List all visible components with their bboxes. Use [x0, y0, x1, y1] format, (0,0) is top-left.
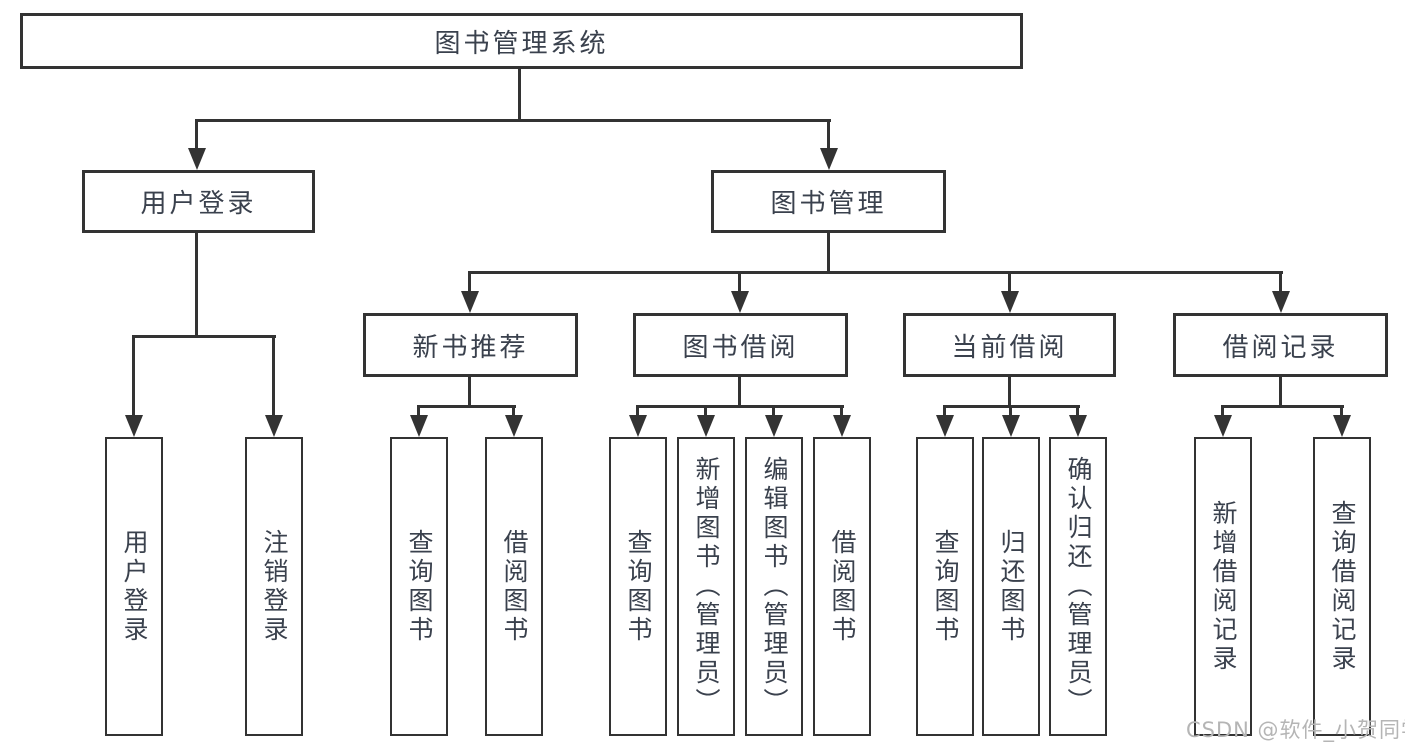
node-label: 确认归还（管理员） [1064, 456, 1093, 717]
leaf-nb-borrow-books: 借阅图书 [485, 437, 543, 736]
node-label: 图书借阅 [682, 332, 799, 363]
node-book-management: 图书管理 [711, 170, 946, 233]
arrow-down-icon [125, 415, 143, 437]
arrow-down-icon [936, 415, 954, 437]
connector-to-new-book-recommendation [468, 271, 471, 295]
node-current-borrowing: 当前借阅 [903, 313, 1116, 377]
connector-to-leaf-login [132, 335, 135, 419]
node-label: 归还图书 [997, 528, 1026, 645]
connector-leaf-stem [704, 405, 707, 419]
connector-leaf-stem [840, 405, 843, 419]
connector-to-book-borrowing [738, 271, 741, 295]
csdn-watermark: CSDN @软件_小贺同学 [1186, 718, 1405, 742]
node-label: 借阅图书 [500, 528, 529, 645]
arrow-down-icon [265, 415, 283, 437]
node-label: 注销登录 [260, 528, 289, 645]
connector-to-current-borrowing [1008, 271, 1011, 295]
connector-to-book-management [827, 119, 830, 152]
connector-nb-stem [468, 377, 471, 407]
connector-book-management-stem [827, 233, 830, 273]
leaf-nb-search-books: 查询图书 [390, 437, 448, 736]
arrow-down-icon [1272, 291, 1290, 313]
connector-leaf-stem [636, 405, 639, 419]
arrow-down-icon [188, 148, 206, 170]
arrow-down-icon [505, 415, 523, 437]
node-book-borrowing: 图书借阅 [633, 313, 848, 377]
connector-leaf-stem [1076, 405, 1079, 419]
node-label: 新书推荐 [412, 332, 529, 363]
node-label: 编辑图书（管理员） [760, 456, 789, 717]
leaf-br-search-record: 查询借阅记录 [1313, 437, 1371, 736]
node-label: 查询借阅记录 [1328, 499, 1357, 674]
connector-root-stem [518, 69, 521, 121]
node-user-login: 用户登录 [82, 170, 315, 233]
connector-bb-stem [738, 377, 741, 407]
connector-leaf-stem [772, 405, 775, 419]
node-system-root: 图书管理系统 [20, 13, 1023, 69]
arrow-down-icon [765, 415, 783, 437]
arrow-down-icon [1214, 415, 1232, 437]
node-borrowing-records: 借阅记录 [1173, 313, 1388, 377]
arrow-down-icon [410, 415, 428, 437]
node-new-book-recommendation: 新书推荐 [363, 313, 578, 377]
connector-br-stem [1279, 377, 1282, 407]
connector-to-user-login [195, 119, 198, 152]
node-label: 图书管理 [770, 189, 887, 219]
connector-leaf-stem [417, 405, 420, 419]
leaf-user-login: 用户登录 [105, 437, 163, 736]
connector-level1-bus [195, 119, 831, 122]
node-label: 用户登录 [120, 528, 149, 645]
node-label: 借阅记录 [1222, 332, 1339, 363]
connector-user-login-stem [195, 233, 198, 337]
connector-leaf-stem [512, 405, 515, 419]
connector-leaf-stem [1340, 405, 1343, 419]
leaf-bb-search-books: 查询图书 [609, 437, 667, 736]
leaf-logout: 注销登录 [245, 437, 303, 736]
node-label: 借阅图书 [828, 528, 857, 645]
arrow-down-icon [697, 415, 715, 437]
arrow-down-icon [820, 148, 838, 170]
leaf-bb-edit-books-admin: 编辑图书（管理员） [745, 437, 803, 736]
arrow-down-icon [1069, 415, 1087, 437]
connector-to-borrowing-records [1279, 271, 1282, 295]
node-label: 查询图书 [405, 528, 434, 645]
connector-to-leaf-logout [272, 335, 275, 419]
node-label: 图书管理系统 [434, 28, 609, 59]
leaf-cb-return-books: 归还图书 [982, 437, 1040, 736]
node-label: 查询图书 [624, 528, 653, 645]
connector-leaf-stem [943, 405, 946, 419]
arrow-down-icon [833, 415, 851, 437]
connector-nb-bus [417, 405, 516, 408]
connector-leaf-stem [1221, 405, 1224, 419]
leaf-bb-borrow-books: 借阅图书 [813, 437, 871, 736]
node-label: 新增图书（管理员） [692, 456, 721, 717]
arrow-down-icon [629, 415, 647, 437]
connector-level2-bus [468, 271, 1283, 274]
connector-cb-stem [1008, 377, 1011, 407]
leaf-bb-add-books-admin: 新增图书（管理员） [677, 437, 735, 736]
node-label: 用户登录 [140, 189, 257, 219]
node-label: 当前借阅 [951, 332, 1068, 363]
arrow-down-icon [1002, 415, 1020, 437]
leaf-cb-confirm-return-admin: 确认归还（管理员） [1049, 437, 1107, 736]
arrow-down-icon [731, 291, 749, 313]
connector-user-login-bus [132, 335, 276, 338]
connector-br-bus [1221, 405, 1344, 408]
arrow-down-icon [1001, 291, 1019, 313]
connector-bb-bus [636, 405, 844, 408]
connector-leaf-stem [1009, 405, 1012, 419]
leaf-cb-search-books: 查询图书 [916, 437, 974, 736]
arrow-down-icon [461, 291, 479, 313]
node-label: 新增借阅记录 [1209, 499, 1238, 674]
node-label: 查询图书 [931, 528, 960, 645]
leaf-br-add-record: 新增借阅记录 [1194, 437, 1252, 736]
arrow-down-icon [1333, 415, 1351, 437]
